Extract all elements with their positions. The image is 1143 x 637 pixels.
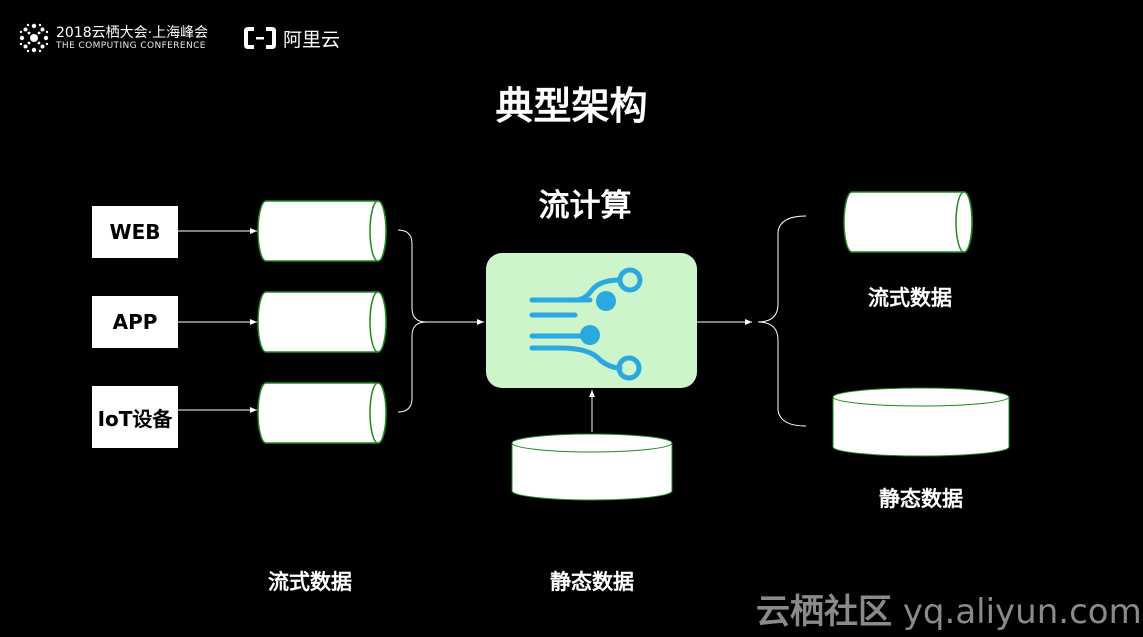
- bottom-stream-label: 流式数据: [268, 570, 352, 594]
- stream-engine-box: [486, 253, 697, 388]
- conference-subtitle: THE COMPUTING CONFERENCE: [56, 41, 206, 51]
- branch-node-icon-2: [580, 325, 600, 345]
- conference-name: 2018云栖大会·上海峰会: [56, 25, 209, 41]
- watermark-url: yq.aliyun.com: [902, 592, 1142, 632]
- conference-logo-icon: [18, 22, 50, 54]
- source-web: WEB: [92, 206, 178, 258]
- source-app: APP: [92, 296, 178, 348]
- split-brace: [757, 215, 807, 427]
- slide-title: 典型架构: [495, 84, 648, 128]
- output-queue: [843, 191, 973, 253]
- watermark-site-cn: 云栖社区: [756, 592, 892, 632]
- input-queue-3: [257, 382, 387, 444]
- output-stream-label: 流式数据: [868, 286, 952, 310]
- aliyun-bracket-icon: [243, 26, 277, 50]
- merge-brace: [397, 229, 427, 413]
- input-queue-1: [257, 200, 387, 262]
- brand-name: 阿里云: [283, 29, 341, 51]
- output-static-label: 静态数据: [879, 487, 963, 511]
- input-queue-2: [257, 291, 387, 353]
- engine-label: 流计算: [538, 188, 632, 224]
- output-static-db: [832, 387, 1010, 457]
- watermark: 云栖社区 yq.aliyun.com: [756, 584, 1142, 633]
- stream-branch-icon: [529, 267, 643, 381]
- source-iot: IoT设备: [92, 386, 178, 448]
- input-static-db: [511, 433, 673, 501]
- branch-node-icon: [596, 291, 616, 311]
- input-static-label: 静态数据: [550, 570, 634, 594]
